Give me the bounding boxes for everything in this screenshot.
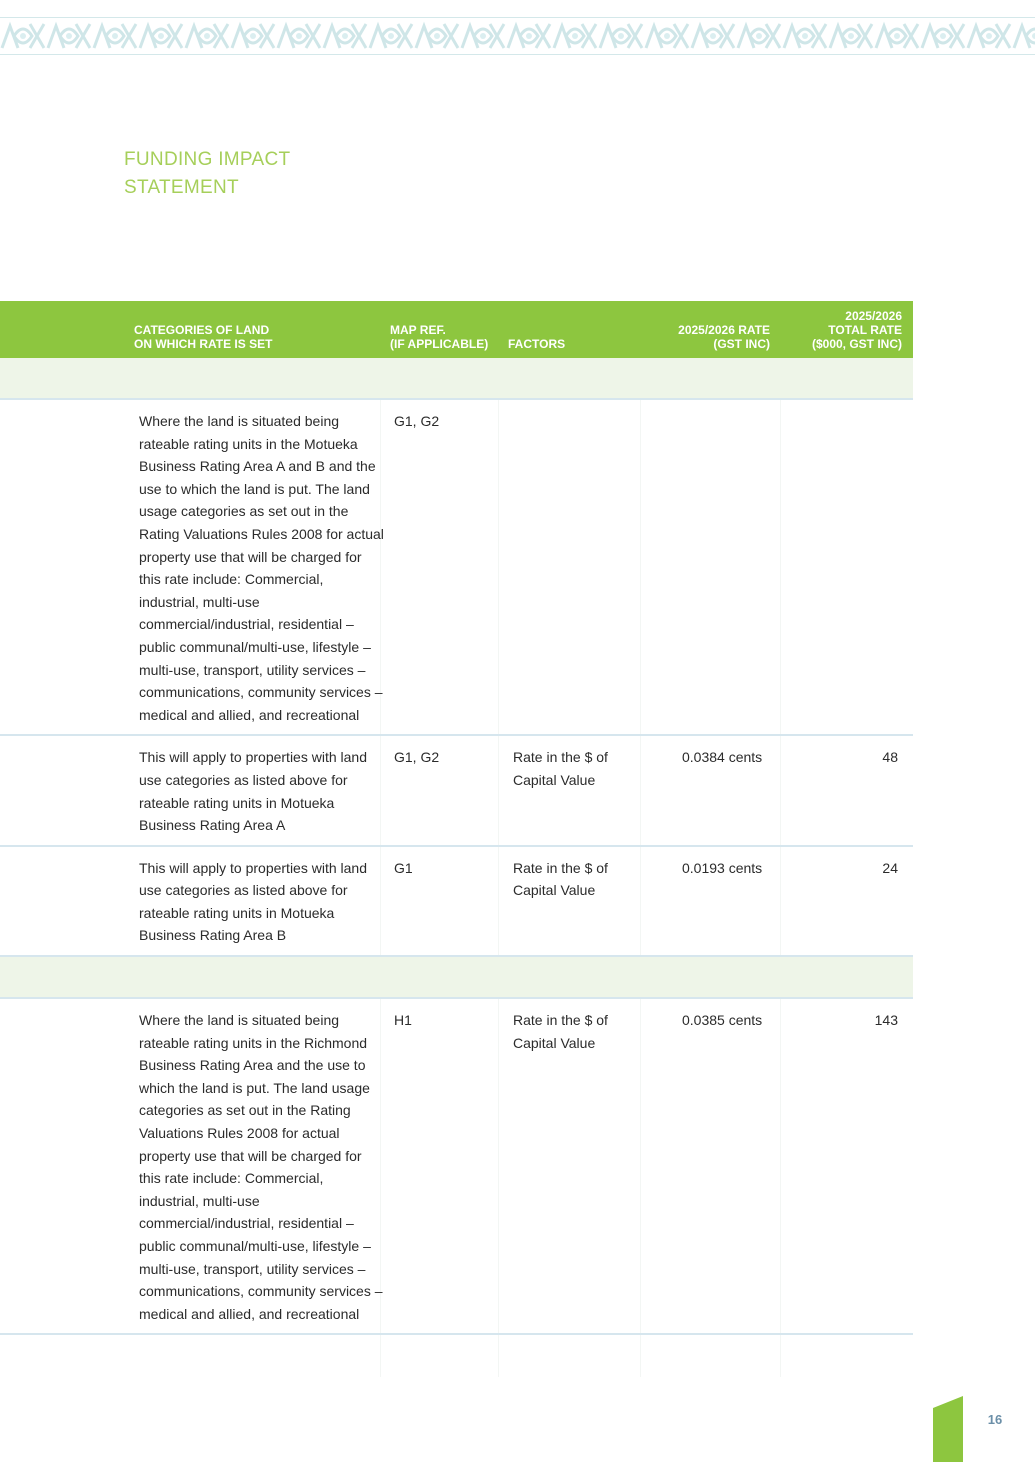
row-rate: 0.0193 cents — [682, 859, 763, 876]
row-description: This will apply to properties with land … — [139, 749, 367, 834]
header-rate-line2: (GST INC) — [713, 337, 770, 351]
header-map-line2: (IF APPLICABLE) — [390, 337, 489, 351]
table-row: Where the land is situated being rateabl… — [0, 400, 913, 737]
header-categories-line1: CATEGORIES OF LAND — [134, 323, 270, 337]
row-map-ref: G1, G2 — [394, 749, 440, 766]
header-factors-label: FACTORS — [508, 337, 566, 351]
row-total: 24 — [882, 859, 898, 876]
header-rate-line1: 2025/2026 RATE — [678, 323, 770, 337]
rates-table: CATEGORIES OF LAND ON WHICH RATE IS SET … — [0, 301, 913, 1336]
table-row: This will apply to properties with land … — [0, 736, 913, 847]
row-map-ref: H1 — [394, 1012, 412, 1029]
decorative-pattern-band — [0, 17, 1035, 55]
page-number: 16 — [987, 1412, 1003, 1427]
table-row: This will apply to properties with land … — [0, 847, 913, 958]
header-total-line1: 2025/2026 — [845, 309, 902, 323]
row-factors: Rate in the $ of Capital Value — [513, 749, 608, 788]
row-description: This will apply to properties with land … — [139, 859, 367, 944]
row-map-ref: G1, G2 — [394, 413, 440, 429]
header-categories-line2: ON WHICH RATE IS SET — [134, 337, 273, 351]
row-map-ref: G1 — [394, 859, 413, 876]
row-rate: 0.0384 cents — [682, 749, 763, 766]
row-description: Where the land is situated being rateabl… — [139, 1012, 383, 1322]
page-title-line1: FUNDING IMPACT — [124, 149, 291, 170]
row-total: 143 — [874, 1012, 898, 1029]
row-rate: 0.0385 cents — [682, 1012, 763, 1029]
header-map-ref: MAP REF. (IF APPLICABLE) — [390, 323, 500, 351]
table-header: CATEGORIES OF LAND ON WHICH RATE IS SET … — [0, 301, 913, 358]
page-title-line2: STATEMENT — [124, 177, 239, 198]
header-total-rate: 2025/2026 TOTAL RATE ($000, GST INC) — [790, 309, 902, 351]
page-tab-marker — [933, 1396, 963, 1462]
row-description: Where the land is situated being rateabl… — [139, 413, 384, 723]
header-rate: 2025/2026 RATE (GST INC) — [640, 323, 770, 351]
header-factors: FACTORS — [508, 337, 658, 351]
header-total-line2: TOTAL RATE — [828, 323, 902, 337]
section-bar-richmond — [0, 957, 913, 1000]
page-title: FUNDING IMPACT STATEMENT — [124, 146, 424, 202]
row-factors: Rate in the $ of Capital Value — [513, 859, 608, 899]
table-row: Where the land is situated being rateabl… — [0, 999, 913, 1336]
section-bar-motueka — [0, 358, 913, 400]
header-total-line3: ($000, GST INC) — [811, 337, 902, 351]
row-factors: Rate in the $ of Capital Value — [513, 1012, 608, 1051]
header-categories: CATEGORIES OF LAND ON WHICH RATE IS SET — [134, 323, 374, 351]
row-total: 48 — [882, 749, 898, 766]
pattern-icon — [0, 18, 1035, 54]
header-map-line1: MAP REF. — [390, 323, 446, 337]
